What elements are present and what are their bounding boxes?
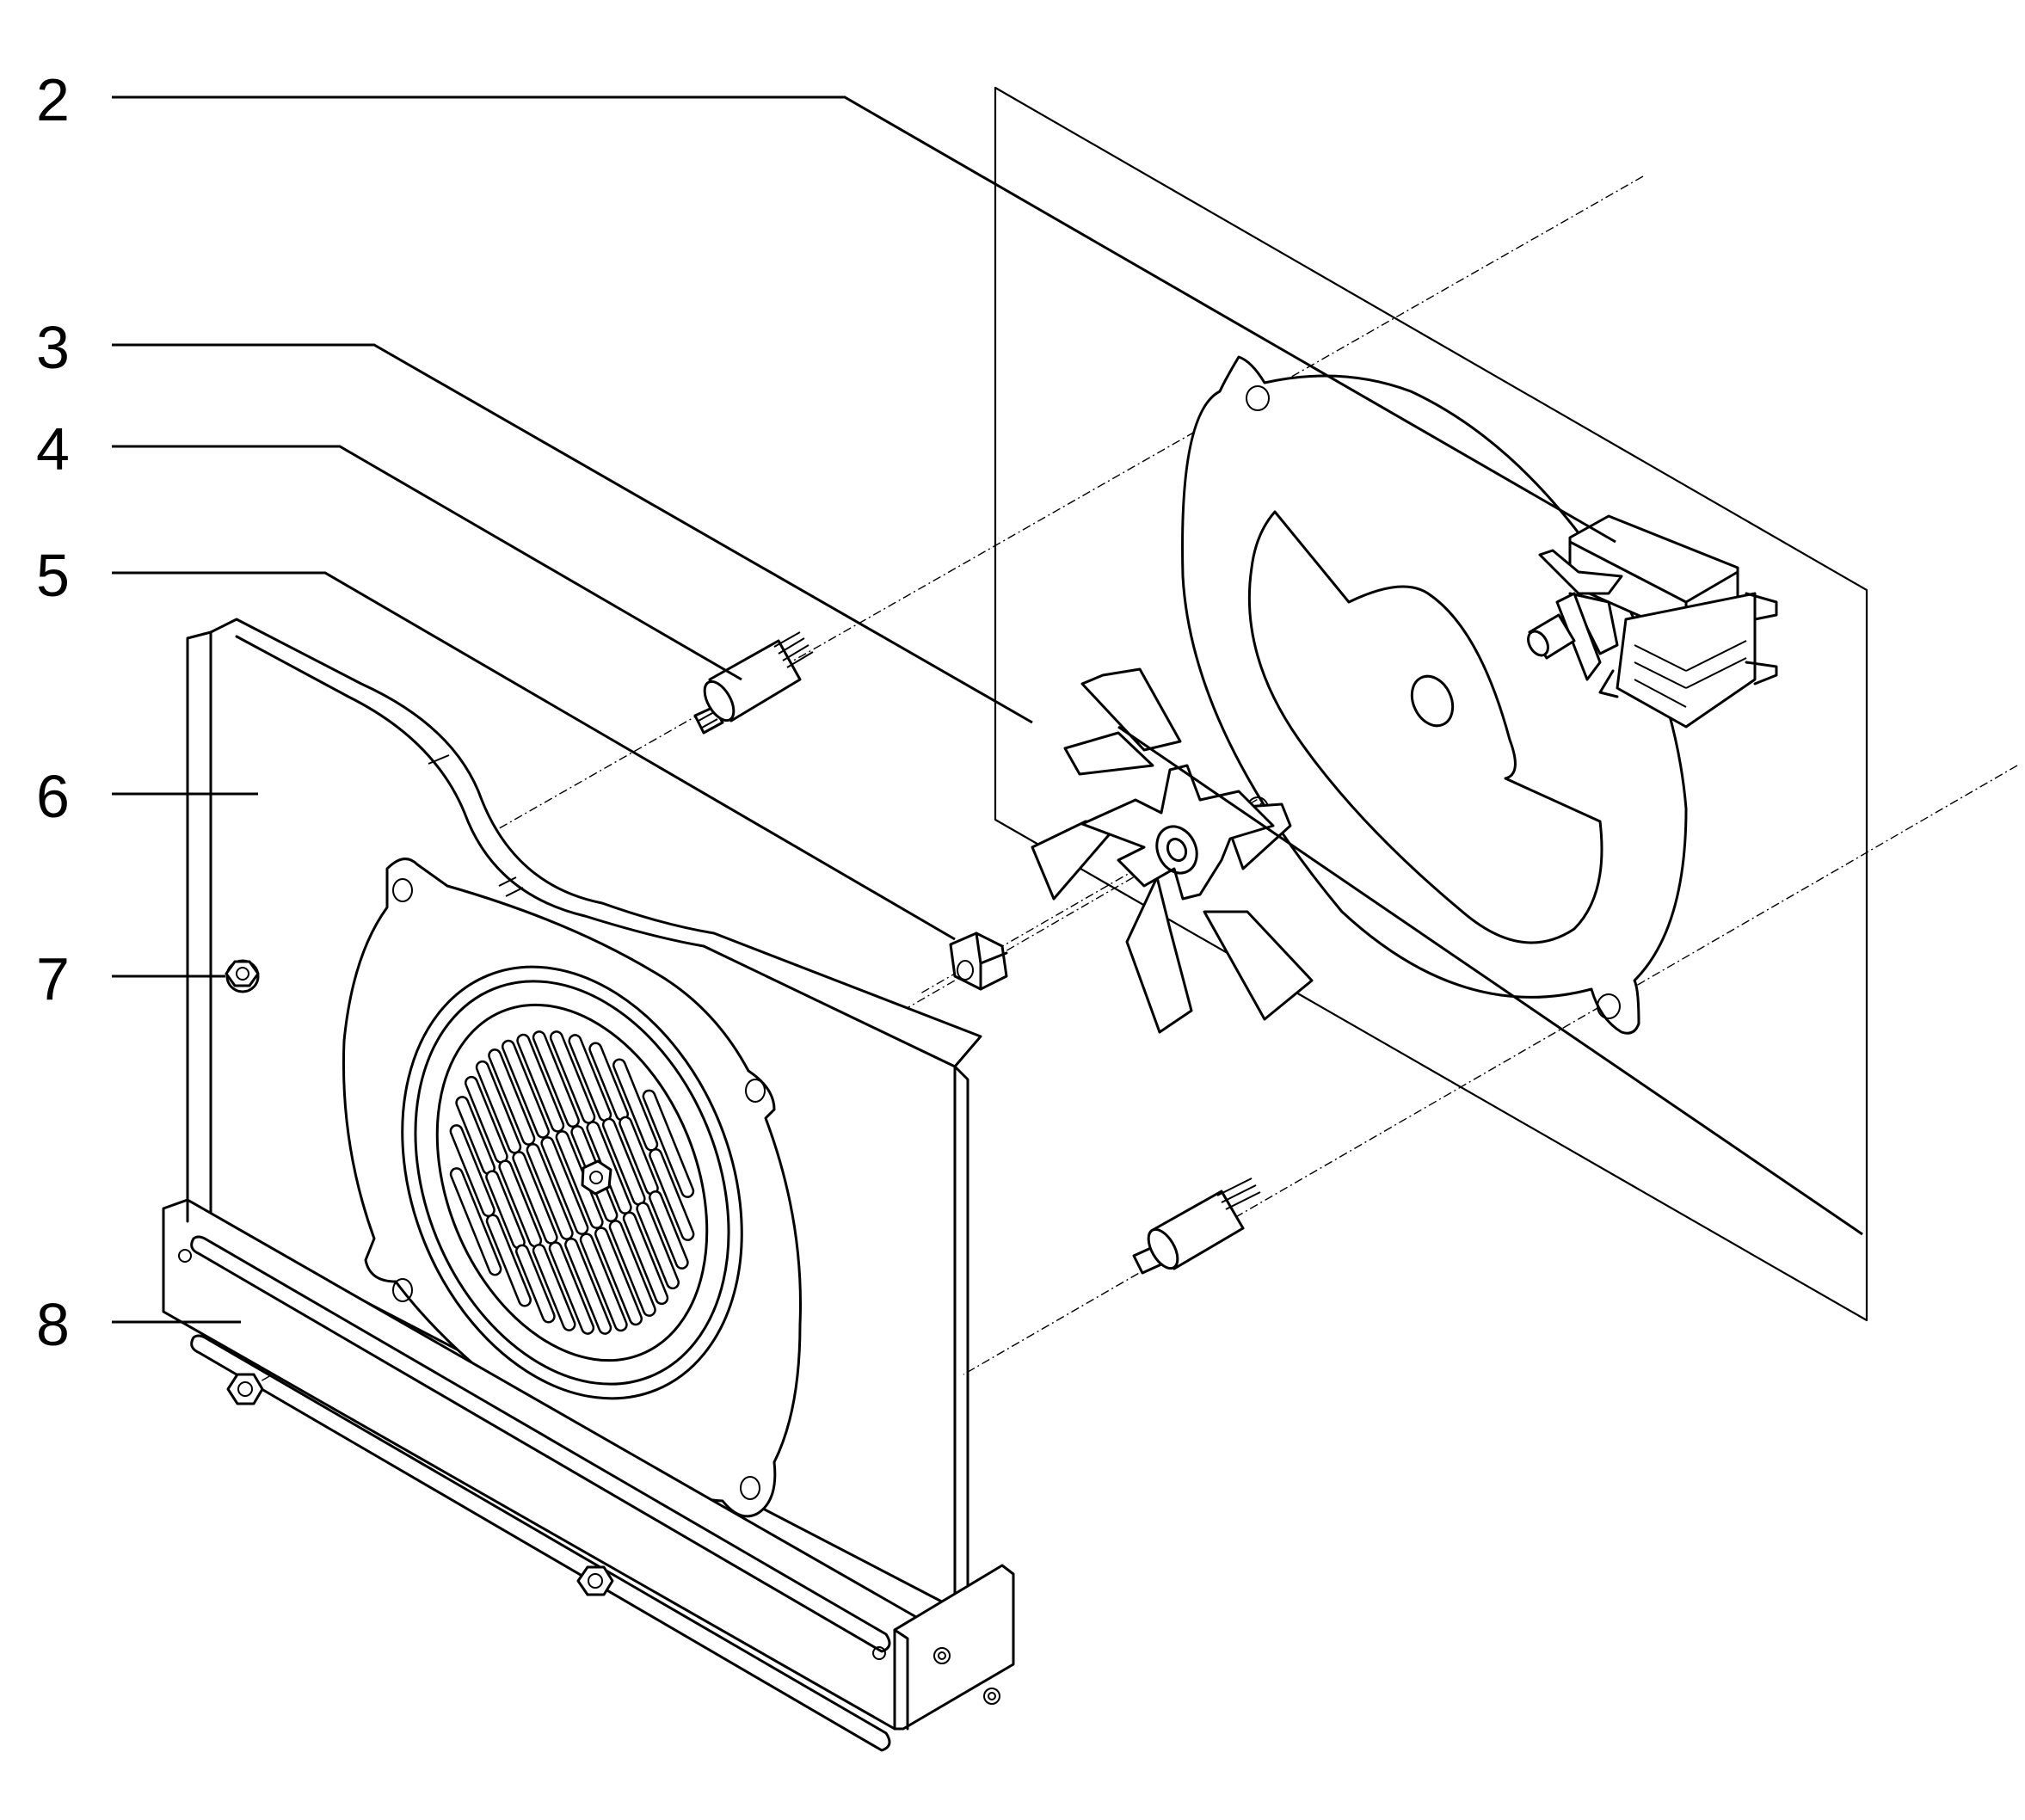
callout-7: 7 [36, 945, 70, 1012]
callout-5: 5 [36, 542, 70, 609]
mounting-nuts [225, 959, 614, 1596]
grille-slots [449, 1030, 695, 1335]
grille-slot [477, 1062, 520, 1152]
grille-slot [614, 1061, 656, 1149]
leader-lines [112, 95, 1863, 1324]
grille-slot [517, 1246, 554, 1321]
motor-mounting-plate [1181, 355, 1688, 1035]
callout-8: 8 [36, 1291, 70, 1358]
grille-slot [590, 1044, 627, 1119]
mounting-bracket [162, 1198, 1015, 1752]
grille-slot [551, 1243, 593, 1333]
leader-motor-to-plate [1117, 725, 1863, 1236]
grille-slot [542, 1138, 587, 1233]
grille-slot [551, 1032, 594, 1122]
grille-slot [514, 1153, 557, 1243]
standoff-upper [693, 631, 814, 735]
grille-slot [518, 1036, 563, 1131]
grille-slot [644, 1091, 692, 1196]
grille-slot [452, 1169, 500, 1274]
nut-lower-middle [576, 1565, 614, 1596]
grille-slot [604, 1120, 644, 1204]
leader-3 [112, 343, 1033, 724]
grille-slot [596, 1228, 641, 1324]
callout-4: 4 [36, 415, 70, 483]
grille-slot [487, 1171, 524, 1247]
standoff-lower [1132, 1177, 1261, 1275]
callout-3: 3 [36, 314, 70, 381]
grille-slot [534, 1032, 578, 1126]
leader-2 [112, 95, 1616, 544]
grille-slot [503, 1042, 548, 1137]
grille-slot [557, 1132, 602, 1227]
grille-slot [620, 1118, 657, 1194]
grille-slot [500, 1161, 540, 1245]
grille-slot [611, 1221, 655, 1315]
callout-2: 2 [36, 66, 70, 133]
leader-5 [112, 571, 956, 941]
grille-slot [582, 1234, 626, 1330]
grille-slot [457, 1098, 494, 1173]
callout-labels: 2 3 4 5 6 7 8 [36, 66, 70, 1358]
grille-slot [650, 1192, 687, 1268]
grille-slot [528, 1145, 572, 1239]
hex-coupler-nut [949, 932, 1008, 991]
grille-slot [625, 1214, 667, 1303]
grille-slot [489, 1050, 533, 1144]
grille-slot [570, 1036, 610, 1120]
grille-slot [650, 1150, 692, 1239]
grille-slot [466, 1078, 507, 1162]
callout-6: 6 [36, 763, 70, 830]
grille-slot [488, 1216, 530, 1305]
nut-upper-left [225, 959, 260, 993]
grille-slot [534, 1245, 574, 1330]
nut-lower-left [226, 1373, 264, 1405]
grille-slot [452, 1126, 494, 1215]
grille-slot [566, 1239, 610, 1333]
fan-guard [342, 858, 802, 1518]
fan-motor [1527, 514, 1778, 729]
leader-4 [112, 445, 742, 681]
grille-slot [637, 1203, 678, 1288]
